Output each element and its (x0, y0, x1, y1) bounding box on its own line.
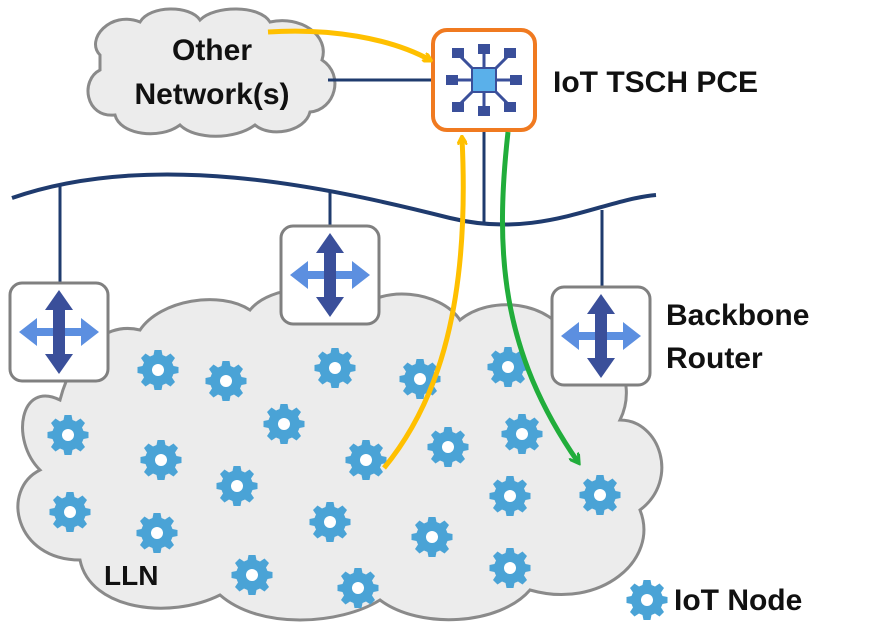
iot-node-icon (337, 568, 379, 608)
iot-node-icon (626, 580, 668, 620)
iot-node-icon (579, 475, 621, 515)
backbone-router-3 (550, 285, 652, 387)
iot-node-icon (489, 476, 531, 516)
other-networks-label-line1: Other (172, 34, 252, 67)
iot-node-icon (314, 348, 356, 388)
iot-node-icon (47, 415, 89, 455)
iot-node-icon (489, 548, 531, 588)
lln-label: LLN (104, 560, 158, 591)
iot-node-icon (309, 502, 351, 542)
other-networks-label-line2: Network(s) (134, 78, 289, 111)
iot-node-icon (49, 492, 91, 532)
iot-node-icon (205, 361, 247, 401)
iot-node-icon (140, 440, 182, 480)
legend-iot-node-label: IoT Node (674, 584, 802, 617)
iot-node-icon (501, 414, 543, 454)
backbone-router-2 (279, 224, 381, 326)
iot-node-icon (231, 555, 273, 595)
legend: IoT Node (626, 580, 802, 620)
backbone-router-label-line2: Router (666, 342, 763, 375)
request-arrow-from-node (382, 138, 463, 470)
pce-box (431, 28, 537, 132)
backbone-router-1 (8, 281, 110, 383)
response-arrow-to-node (499, 131, 578, 462)
pce-label: IoT TSCH PCE (553, 66, 758, 99)
iot-node-icon (427, 427, 469, 467)
iot-node-icon (411, 517, 453, 557)
iot-node-icon (216, 466, 258, 506)
request-arrow-from-other-networks (267, 28, 430, 60)
other-networks-cloud (86, 7, 337, 138)
iot-node-icon (137, 350, 179, 390)
iot-node-icon (263, 404, 305, 444)
iot-node-icon (136, 513, 178, 553)
backbone-link (11, 172, 657, 227)
backbone-router-label-line1: Backbone (666, 299, 809, 332)
iot-node-icon (345, 440, 387, 480)
